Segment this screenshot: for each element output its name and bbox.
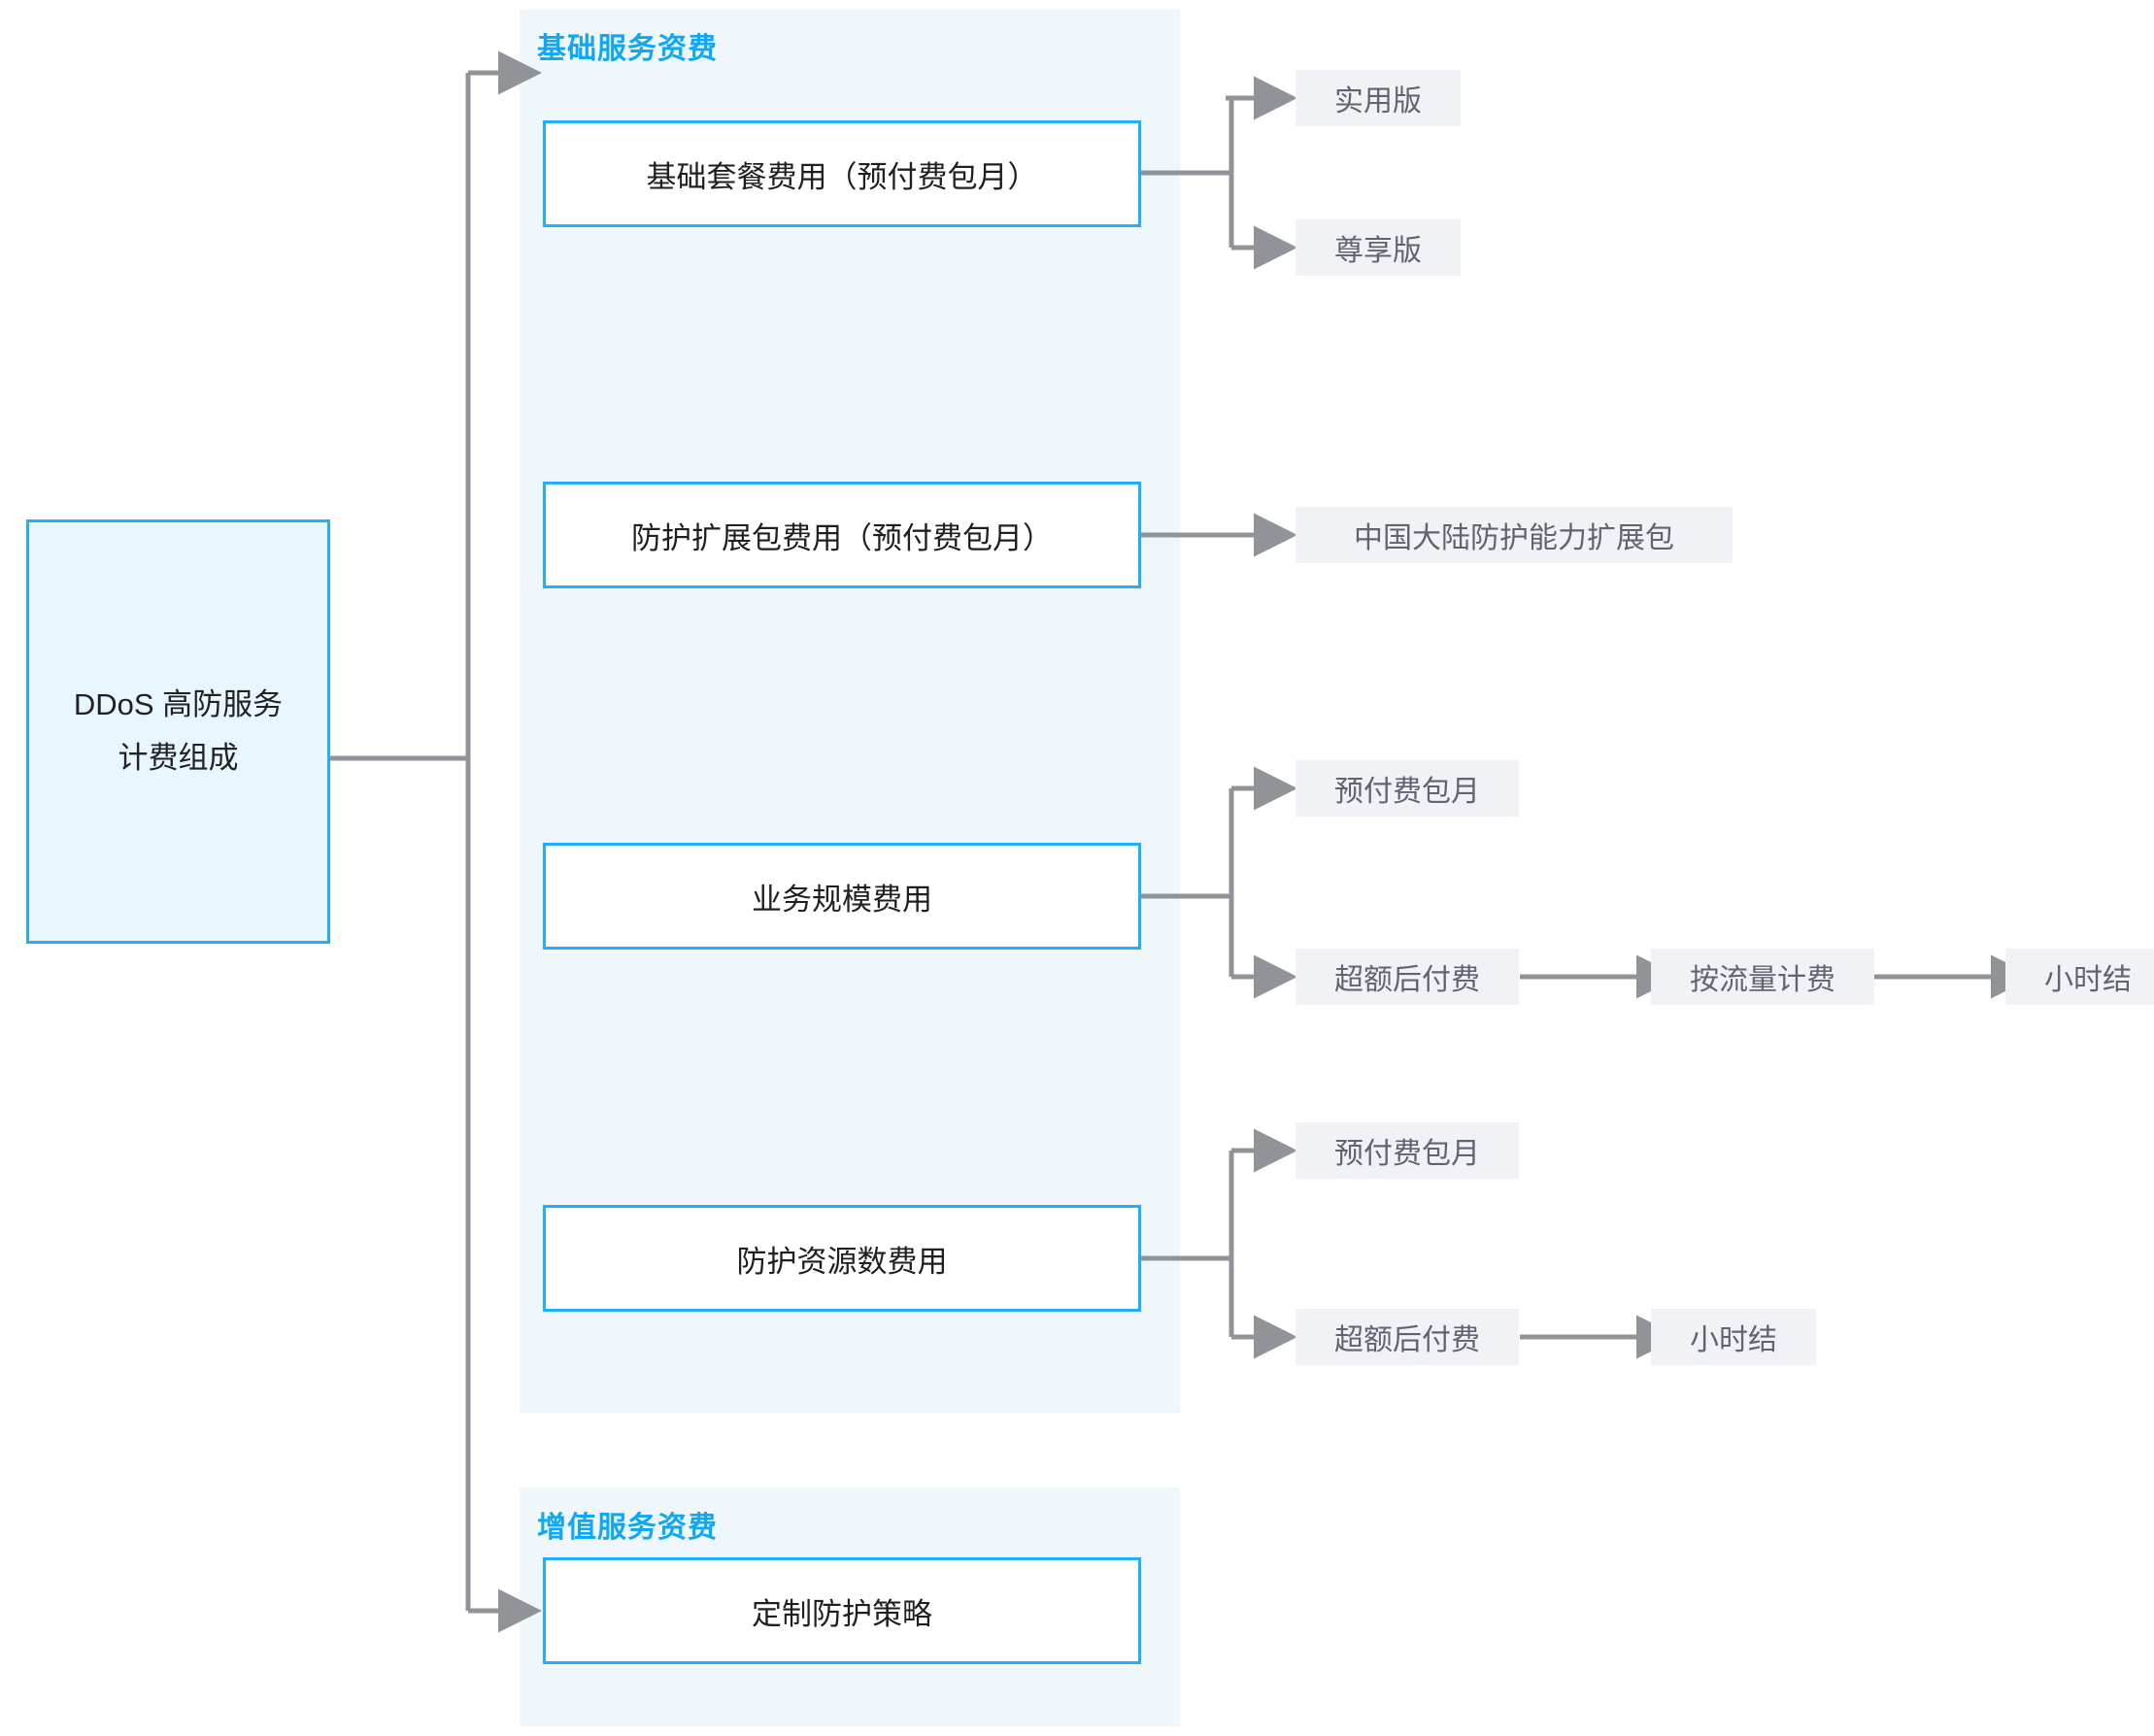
node-root-line2: 计费组成 <box>118 740 239 775</box>
leaf-mainland-china-protection-pack-label: 中国大陆防护能力扩展包 <box>1354 522 1674 554</box>
panel-basic-service-fees <box>520 10 1180 1413</box>
node-business-scale-fee[interactable]: 业务规模费用 <box>543 843 1141 950</box>
leaf-resource-count-prepaid-monthly-label: 预付费包月 <box>1334 1138 1480 1170</box>
leaf-business-scale-hourly-settlement[interactable]: 小时结 <box>2005 949 2154 1005</box>
leaf-basic-package-standard[interactable]: 实用版 <box>1296 70 1461 126</box>
node-custom-protection-policy-label: 定制防护策略 <box>752 1596 932 1631</box>
panel-title-basic-service-fees: 基础服务资费 <box>537 33 718 65</box>
node-business-scale-fee-label: 业务规模费用 <box>752 882 932 917</box>
leaf-business-scale-overage-postpaid[interactable]: 超额后付费 <box>1296 949 1519 1005</box>
node-protection-resource-count-fee-label: 防护资源数费用 <box>736 1244 948 1279</box>
leaf-basic-package-standard-label: 实用版 <box>1334 85 1422 117</box>
node-root[interactable]: DDoS 高防服务 计费组成 <box>26 519 330 944</box>
node-protection-resource-count-fee[interactable]: 防护资源数费用 <box>543 1205 1141 1312</box>
leaf-basic-package-premium-label: 尊享版 <box>1334 235 1422 267</box>
node-protection-expansion-pack-fee-label: 防护扩展包费用（预付费包月） <box>631 520 1053 555</box>
panel-title-value-added-service-fees: 增值服务资费 <box>537 1512 718 1544</box>
leaf-resource-count-overage-postpaid[interactable]: 超额后付费 <box>1296 1309 1519 1365</box>
leaf-resource-count-overage-postpaid-label: 超额后付费 <box>1334 1324 1480 1356</box>
node-basic-package-fee-label: 基础套餐费用（预付费包月） <box>646 159 1038 194</box>
node-protection-expansion-pack-fee[interactable]: 防护扩展包费用（预付费包月） <box>543 482 1141 588</box>
leaf-business-scale-pay-by-traffic-label: 按流量计费 <box>1690 964 1835 996</box>
leaf-business-scale-overage-postpaid-label: 超额后付费 <box>1334 964 1480 996</box>
leaf-business-scale-hourly-settlement-label: 小时结 <box>2044 964 2132 996</box>
leaf-business-scale-pay-by-traffic[interactable]: 按流量计费 <box>1651 949 1874 1005</box>
leaf-business-scale-prepaid-monthly[interactable]: 预付费包月 <box>1296 760 1519 817</box>
leaf-resource-count-prepaid-monthly[interactable]: 预付费包月 <box>1296 1122 1519 1179</box>
leaf-basic-package-premium[interactable]: 尊享版 <box>1296 219 1461 276</box>
leaf-mainland-china-protection-pack[interactable]: 中国大陆防护能力扩展包 <box>1296 507 1733 563</box>
node-custom-protection-policy[interactable]: 定制防护策略 <box>543 1557 1141 1664</box>
leaf-resource-count-hourly-settlement[interactable]: 小时结 <box>1651 1309 1816 1365</box>
node-root-line1: DDoS 高防服务 <box>73 687 284 722</box>
leaf-resource-count-hourly-settlement-label: 小时结 <box>1690 1324 1777 1356</box>
leaf-business-scale-prepaid-monthly-label: 预付费包月 <box>1334 776 1480 808</box>
node-basic-package-fee[interactable]: 基础套餐费用（预付费包月） <box>543 120 1141 227</box>
